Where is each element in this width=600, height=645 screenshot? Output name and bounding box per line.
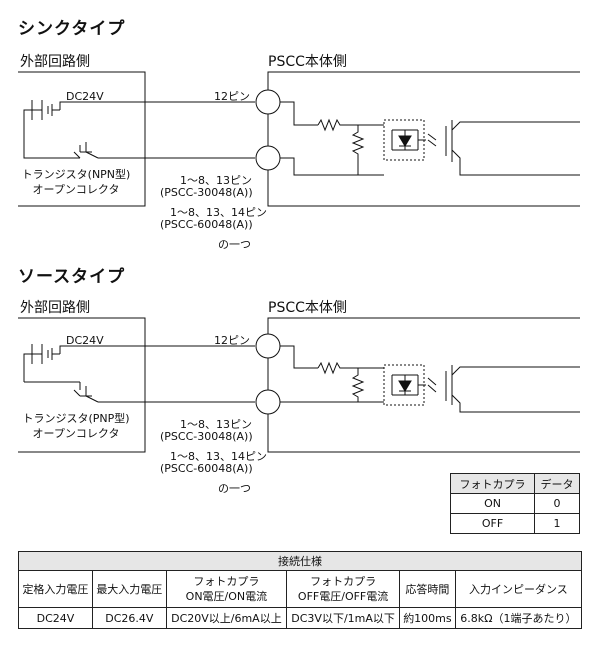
- spec-header: 定格入力電圧: [18, 570, 93, 608]
- spec-value: DC24V: [18, 607, 93, 629]
- spec-value: 6.8kΩ（1端子あたり）: [454, 607, 583, 629]
- spec-header-line: フォトカプラ: [193, 575, 260, 588]
- sink-pins-2: (PSCC-30048(A)): [160, 186, 253, 199]
- source-transistor-line2: オープンコレクタ: [32, 427, 120, 440]
- source-pins-3: 1～8、13、14ピン: [170, 450, 267, 463]
- table-row: ON 0: [449, 493, 580, 514]
- spec-header: 入力インピーダンス: [454, 570, 583, 608]
- source-external-label: 外部回路側: [20, 300, 90, 316]
- spec-header: フォトカプラ ON電圧/ON電流: [165, 570, 288, 608]
- table-row: DC24V DC26.4V DC20V以上/6mA以上 DC3V以下/1mA以下…: [18, 607, 583, 629]
- source-circuit: [18, 317, 580, 453]
- source-title: ソースタイプ: [18, 267, 126, 287]
- spec-table-title: 接続仕様: [18, 551, 582, 571]
- sink-external-label: 外部回路側: [20, 54, 90, 70]
- source-pins-1: 1～8、13ピン: [180, 418, 252, 431]
- sink-pin-top-label: 12ピン: [214, 90, 250, 103]
- spec-value: DC3V以下/1mA以下: [286, 607, 401, 629]
- spec-value: DC26.4V: [91, 607, 167, 629]
- sink-pins-5: の一つ: [218, 238, 251, 251]
- sink-transistor-line1: トランジスタ(NPN型): [21, 168, 131, 181]
- sink-transistor-line2: オープンコレクタ: [32, 183, 120, 196]
- source-pins-4: (PSCC-60048(A)): [160, 462, 253, 475]
- table-row: OFF 1: [449, 513, 580, 534]
- photocoupler-header: フォトカプラ: [449, 473, 536, 494]
- sink-pins-3: 1～8、13、14ピン: [170, 206, 267, 219]
- sink-circuit: [18, 71, 580, 207]
- sink-pins-4: (PSCC-60048(A)): [160, 218, 253, 231]
- source-pin-top-label: 12ピン: [214, 334, 250, 347]
- table-cell: 1: [534, 513, 580, 534]
- spec-value: 約100ms: [399, 607, 456, 629]
- source-transistor-line1: トランジスタ(PNP型): [22, 412, 130, 425]
- table-cell: 0: [534, 493, 580, 514]
- photocoupler-table: フォトカプラ データ ON 0 OFF 1: [449, 473, 580, 534]
- source-internal-label: PSCC本体側: [268, 300, 347, 316]
- spec-value: DC20V以上/6mA以上: [165, 607, 288, 629]
- spec-header: フォトカプラ OFF電圧/OFF電流: [286, 570, 401, 608]
- spec-header-line: OFF電圧/OFF電流: [297, 590, 389, 603]
- source-supply-label: DC24V: [66, 334, 104, 347]
- spec-header-line: ON電圧/ON電流: [185, 590, 268, 603]
- source-pins-2: (PSCC-30048(A)): [160, 430, 253, 443]
- spec-header-line: フォトカプラ: [310, 575, 377, 588]
- table-cell: ON: [449, 493, 536, 514]
- data-header: データ: [534, 473, 580, 494]
- spec-header: 最大入力電圧: [91, 570, 167, 608]
- connection-spec-table: 接続仕様 定格入力電圧 最大入力電圧 フォトカプラ ON電圧/ON電流 フォトカプ…: [18, 551, 583, 629]
- table-cell: OFF: [449, 513, 536, 534]
- sink-title: シンクタイプ: [18, 19, 126, 39]
- sink-internal-label: PSCC本体側: [268, 54, 347, 70]
- sink-supply-label: DC24V: [66, 90, 104, 103]
- spec-header: 応答時間: [399, 570, 456, 608]
- sink-pins-1: 1～8、13ピン: [180, 174, 252, 187]
- source-pins-5: の一つ: [218, 482, 251, 495]
